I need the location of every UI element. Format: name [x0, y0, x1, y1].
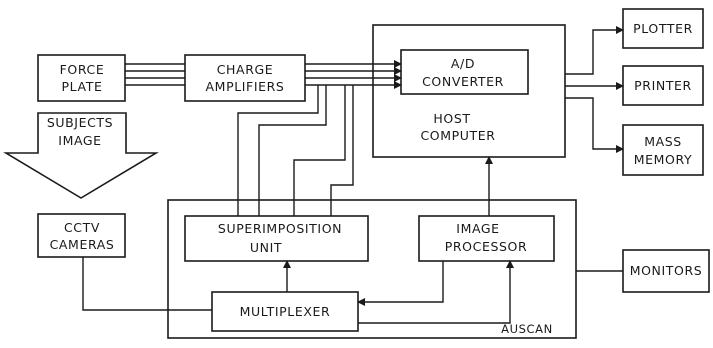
force-plate-box — [37, 54, 126, 102]
superimposition-unit-box — [184, 215, 369, 262]
subjects-image-label-2: IMAGE — [58, 133, 101, 148]
mass-memory-label-2: MEMORY — [634, 152, 692, 167]
ad-converter-label-1: A/D — [451, 56, 475, 71]
charge-amplifiers-label-1: CHARGE — [217, 62, 274, 77]
host-computer-label-1: HOST — [433, 111, 470, 126]
multiplexer-label: MULTIPLEXER — [240, 304, 331, 319]
ad-converter-label-2: CONVERTER — [422, 74, 504, 89]
amplifier-to-ad-arrows — [305, 60, 402, 89]
monitors-box — [622, 249, 710, 293]
force-plate-label-1: FORCE — [60, 62, 105, 77]
image-processor-label-2: PROCESSOR — [445, 239, 527, 254]
cctv-cameras-label-2: CAMERAS — [50, 237, 115, 252]
monitors-label: MONITORS — [630, 263, 703, 278]
cctv-to-multiplexer-line — [82, 257, 212, 311]
ad-converter-box — [400, 49, 529, 95]
printer-label: PRINTER — [634, 78, 692, 93]
image-processor-box — [418, 215, 555, 262]
cctv-cameras-box — [37, 213, 126, 258]
force-plate-label-2: PLATE — [62, 79, 103, 94]
superimposition-unit-label-2: UNIT — [250, 240, 282, 255]
processor-to-multiplexer-arrow — [357, 261, 444, 306]
host-to-peripherals-arrows — [565, 26, 624, 153]
image-processor-label-1: IMAGE — [456, 221, 499, 236]
auscan-label: AUSCAN — [501, 322, 553, 336]
cctv-cameras-label-1: CCTV — [64, 220, 100, 235]
amplifier-to-superimposition-lines — [237, 85, 354, 216]
mass-memory-label-1: MASS — [644, 134, 682, 149]
mass-memory-box — [622, 124, 704, 176]
force-to-amplifier-lines — [125, 63, 185, 86]
plotter-box — [622, 8, 704, 49]
subjects-image-label-1: SUBJECTS — [47, 115, 113, 130]
charge-amplifiers-box — [184, 54, 306, 102]
multiplexer-to-processor-arrow — [358, 260, 514, 324]
multiplexer-box — [211, 291, 359, 332]
host-computer-label-2: COMPUTER — [420, 128, 495, 143]
subjects-image-arrow — [3, 112, 159, 199]
superimposition-unit-label-1: SUPERIMPOSITION — [218, 221, 342, 236]
charge-amplifiers-label-2: AMPLIFIERS — [206, 79, 285, 94]
plotter-label: PLOTTER — [633, 21, 693, 36]
